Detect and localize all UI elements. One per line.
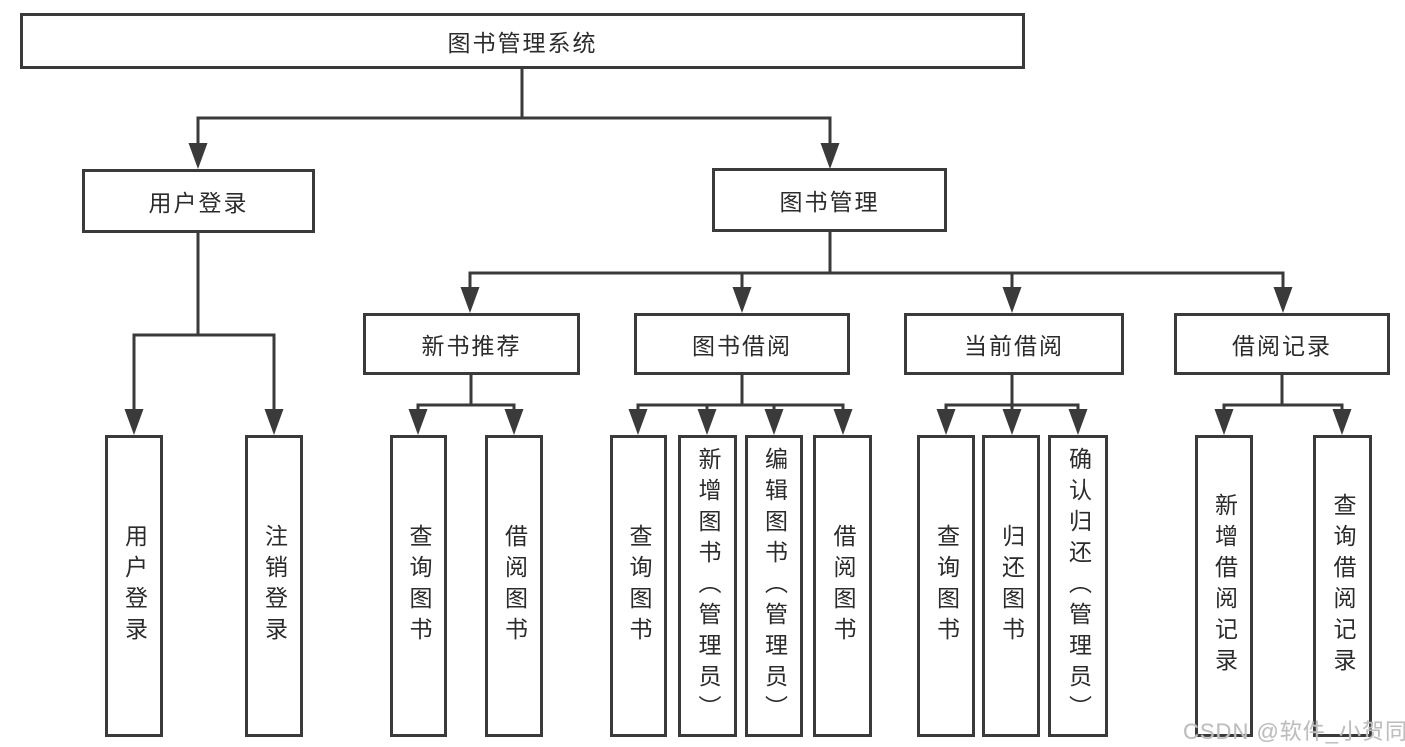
leaf-borrow-books-recommend: 借阅图书	[485, 435, 543, 737]
leaf-query-borrow-record: 查询借阅记录	[1313, 435, 1372, 737]
node-current-borrowing: 当前借阅	[904, 313, 1124, 375]
leaf-borrow-books: 借阅图书	[813, 435, 872, 737]
connector-bookmgmt-to-level3	[460, 230, 1293, 313]
node-borrowing-records: 借阅记录	[1174, 313, 1390, 375]
node-root-system: 图书管理系统	[20, 13, 1025, 69]
leaf-query-books-current: 查询图书	[917, 435, 975, 737]
node-book-borrowing: 图书借阅	[634, 313, 850, 375]
node-new-book-recommendation: 新书推荐	[363, 313, 580, 375]
leaf-query-books-recommend-label: 查询图书	[406, 524, 432, 648]
node-new-book-recommendation-label: 新书推荐	[421, 333, 522, 359]
leaf-add-books-admin: 新增图书（管理员）	[678, 435, 737, 737]
leaf-edit-books-admin: 编辑图书（管理员）	[745, 435, 803, 737]
node-book-management-label: 图书管理	[779, 189, 880, 215]
leaf-confirm-return-admin: 确认归还（管理员）	[1048, 435, 1108, 737]
connector-borrow-to-leaves	[628, 373, 853, 435]
leaf-borrow-books-recommend-label: 借阅图书	[501, 524, 528, 648]
leaf-query-borrow-record-label: 查询借阅记录	[1330, 493, 1356, 679]
leaf-return-books-label: 归还图书	[998, 524, 1025, 648]
connector-root-to-level2	[188, 67, 840, 169]
node-book-borrowing-label: 图书借阅	[692, 333, 792, 359]
leaf-edit-books-admin-label: 编辑图书（管理员）	[761, 446, 788, 726]
leaf-return-books: 归还图书	[982, 435, 1040, 737]
leaf-logout-label: 注销登录	[261, 524, 288, 648]
node-user-login-label: 用户登录	[148, 190, 249, 216]
connector-newbooks-to-leaves	[408, 373, 524, 435]
leaf-query-books-borrowing-label: 查询图书	[626, 524, 652, 648]
csdn-watermark: CSDN @软件_小贺同学	[1183, 719, 1405, 744]
connector-records-to-leaves	[1214, 373, 1352, 435]
node-user-login-module: 用户登录	[82, 169, 315, 233]
leaf-query-books-recommend: 查询图书	[390, 435, 447, 737]
leaf-borrow-books-label: 借阅图书	[830, 524, 856, 648]
leaf-add-borrow-record: 新增借阅记录	[1195, 435, 1253, 737]
leaf-add-books-admin-label: 新增图书（管理员）	[695, 446, 721, 726]
leaf-logout: 注销登录	[245, 435, 303, 737]
node-root-label: 图书管理系统	[447, 30, 598, 56]
leaf-user-login-label: 用户登录	[121, 524, 148, 648]
leaf-query-books-borrowing: 查询图书	[610, 435, 667, 737]
leaf-add-borrow-record-label: 新增借阅记录	[1211, 493, 1238, 679]
node-borrowing-records-label: 借阅记录	[1232, 333, 1332, 359]
connector-current-to-leaves	[936, 373, 1088, 435]
node-book-management-module: 图书管理	[712, 168, 947, 232]
node-current-borrowing-label: 当前借阅	[964, 333, 1064, 359]
connector-userlogin-to-leaves	[124, 231, 284, 435]
leaf-query-books-current-label: 查询图书	[933, 524, 960, 648]
leaf-confirm-return-admin-label: 确认归还（管理员）	[1065, 446, 1092, 726]
leaf-user-login: 用户登录	[105, 435, 163, 737]
